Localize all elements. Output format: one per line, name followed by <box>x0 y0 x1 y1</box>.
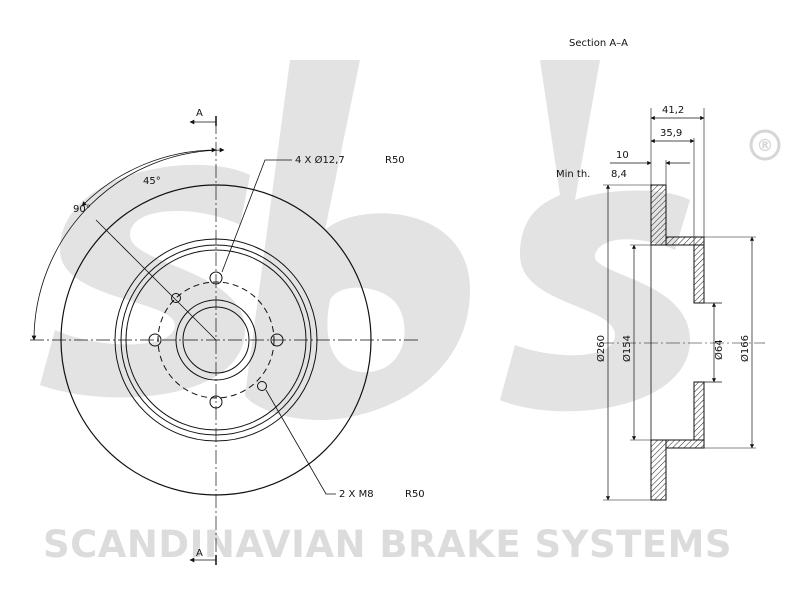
hat-face-top <box>693 244 705 304</box>
hat-face-bottom <box>693 381 705 441</box>
dia-hat: Ø166 <box>739 335 751 362</box>
section-view <box>600 108 765 501</box>
company-name-watermark: SCANDINAVIAN BRAKE SYSTEMS <box>43 523 732 566</box>
dim-total-height: 41,2 <box>662 105 684 116</box>
dim-thickness: 10 <box>616 150 629 161</box>
section-horizontal-dimensions <box>610 115 705 166</box>
friction-plate-top <box>650 184 667 246</box>
section-marker-bottom-label: A <box>196 548 203 559</box>
front-view <box>30 116 420 565</box>
sbs-logo-watermark <box>40 60 690 420</box>
bolt-holes-radius: R50 <box>385 155 405 166</box>
dia-inner-friction: Ø154 <box>621 335 633 362</box>
angle-90-arc <box>31 147 225 341</box>
hat-wall-top <box>665 236 705 246</box>
section-vertical-dimensions <box>603 184 756 501</box>
section-marker-top-label: A <box>196 108 203 119</box>
dia-center-bore: Ø64 <box>713 339 725 360</box>
threaded-holes-radius: R50 <box>405 489 425 500</box>
bolt-holes-label: 4 X Ø12,7 <box>295 154 345 166</box>
min-thickness-value: 8,4 <box>611 169 627 180</box>
dia-outer: Ø260 <box>595 335 607 362</box>
bolt-hole-right <box>270 333 284 347</box>
registered-mark-icon: ® <box>749 129 781 161</box>
hat-wall-bottom <box>665 439 705 449</box>
min-thickness-label: Min th. <box>556 169 590 180</box>
threaded-hole-lower <box>257 381 267 391</box>
angle-45-label: 45° <box>143 176 161 187</box>
bolt-hole-bottom <box>209 395 223 409</box>
bolt-holes-leader <box>221 159 292 273</box>
friction-plate-bottom <box>650 439 667 501</box>
threaded-holes-label: 2 X M8 <box>339 489 374 500</box>
threaded-holes-leader <box>265 389 336 495</box>
dim-hat-height: 35,9 <box>660 128 682 139</box>
registered-mark-text: ® <box>757 136 774 156</box>
angle-90-label: 90° <box>73 204 91 215</box>
section-title: Section A–A <box>569 38 628 49</box>
